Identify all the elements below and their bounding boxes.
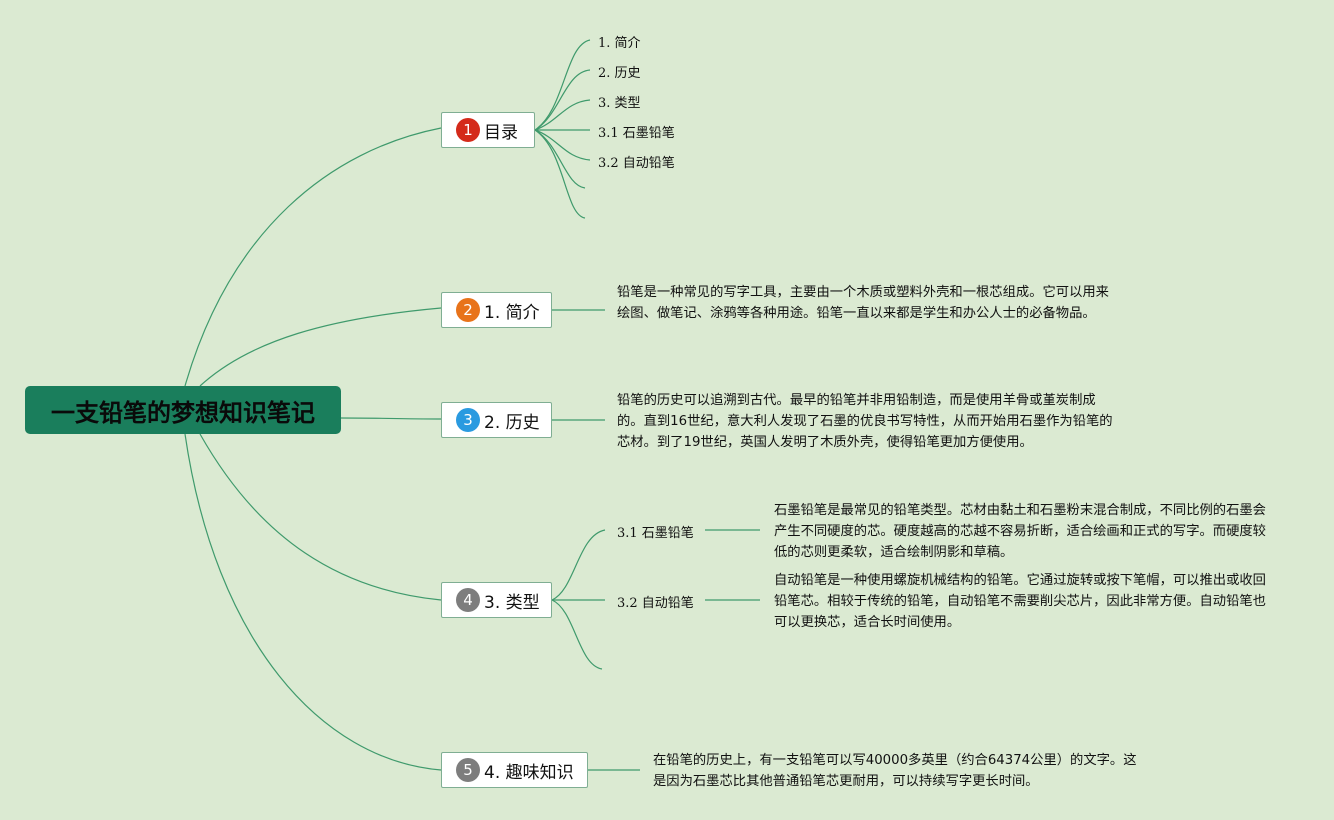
toc-item-intro[interactable]: 1. 简介 — [598, 36, 641, 51]
topic-label: 1. 简介 — [484, 302, 540, 323]
number-badge: 5 — [456, 758, 480, 782]
link-toc-2 — [534, 69, 591, 131]
graphite-text: 石墨铅笔是最常见的铅笔类型。芯材由黏土和石墨粉末混合制成，不同比例的石墨会产生不… — [774, 503, 1266, 560]
number-badge: 4 — [456, 588, 480, 612]
root-topic[interactable]: 一支铅笔的梦想知识笔记 — [25, 386, 341, 434]
link-root-toc — [184, 127, 442, 387]
topic-intro[interactable]: 2 1. 简介 — [441, 292, 552, 328]
link-root-history — [340, 417, 442, 420]
toc-item-types[interactable]: 3. 类型 — [598, 96, 641, 111]
topic-label: 4. 趣味知识 — [484, 762, 574, 783]
link-toc-7 — [534, 129, 586, 219]
toc-item-mechanical[interactable]: 3.2 自动铅笔 — [598, 156, 675, 171]
topic-label: 目录 — [484, 122, 518, 143]
intro-text: 铅笔是一种常见的写字工具，主要由一个木质或塑料外壳和一根芯组成。它可以用来绘图、… — [617, 285, 1109, 321]
mechanical-text: 自动铅笔是一种使用螺旋机械结构的铅笔。它通过旋转或按下笔帽，可以推出或收回铅笔芯… — [774, 573, 1266, 630]
link-root-types — [199, 433, 442, 601]
topic-toc[interactable]: 1 目录 — [441, 112, 535, 148]
topic-label: 3. 类型 — [484, 592, 540, 613]
number-badge: 3 — [456, 408, 480, 432]
fun-text: 在铅笔的历史上，有一支铅笔可以写40000多英里（约合64374公里）的文字。这… — [653, 753, 1137, 789]
root-title: 一支铅笔的梦想知识笔记 — [51, 398, 315, 427]
toc-item-history[interactable]: 2. 历史 — [598, 66, 641, 81]
history-text: 铅笔的历史可以追溯到古代。最早的铅笔并非用铅制造，而是使用羊骨或堇炭制成的。直到… — [617, 393, 1113, 450]
link-root-intro — [199, 307, 442, 387]
number-badge: 1 — [456, 118, 480, 142]
link-toc-6 — [534, 129, 586, 189]
number-badge: 2 — [456, 298, 480, 322]
topic-fun[interactable]: 5 4. 趣味知识 — [441, 752, 588, 788]
link-types-empty — [551, 599, 603, 670]
subtopic-graphite-label[interactable]: 3.1 石墨铅笔 — [617, 526, 694, 541]
subtopic-mechanical-label[interactable]: 3.2 自动铅笔 — [617, 596, 694, 611]
link-toc-5 — [534, 129, 591, 161]
topic-types[interactable]: 4 3. 类型 — [441, 582, 552, 618]
topic-label: 2. 历史 — [484, 412, 540, 433]
toc-item-graphite[interactable]: 3.1 石墨铅笔 — [598, 126, 675, 141]
link-toc-1 — [534, 39, 591, 131]
link-root-fun — [184, 433, 442, 771]
link-toc-3 — [534, 99, 591, 131]
topic-history[interactable]: 3 2. 历史 — [441, 402, 552, 438]
link-types-graphite — [551, 529, 606, 601]
